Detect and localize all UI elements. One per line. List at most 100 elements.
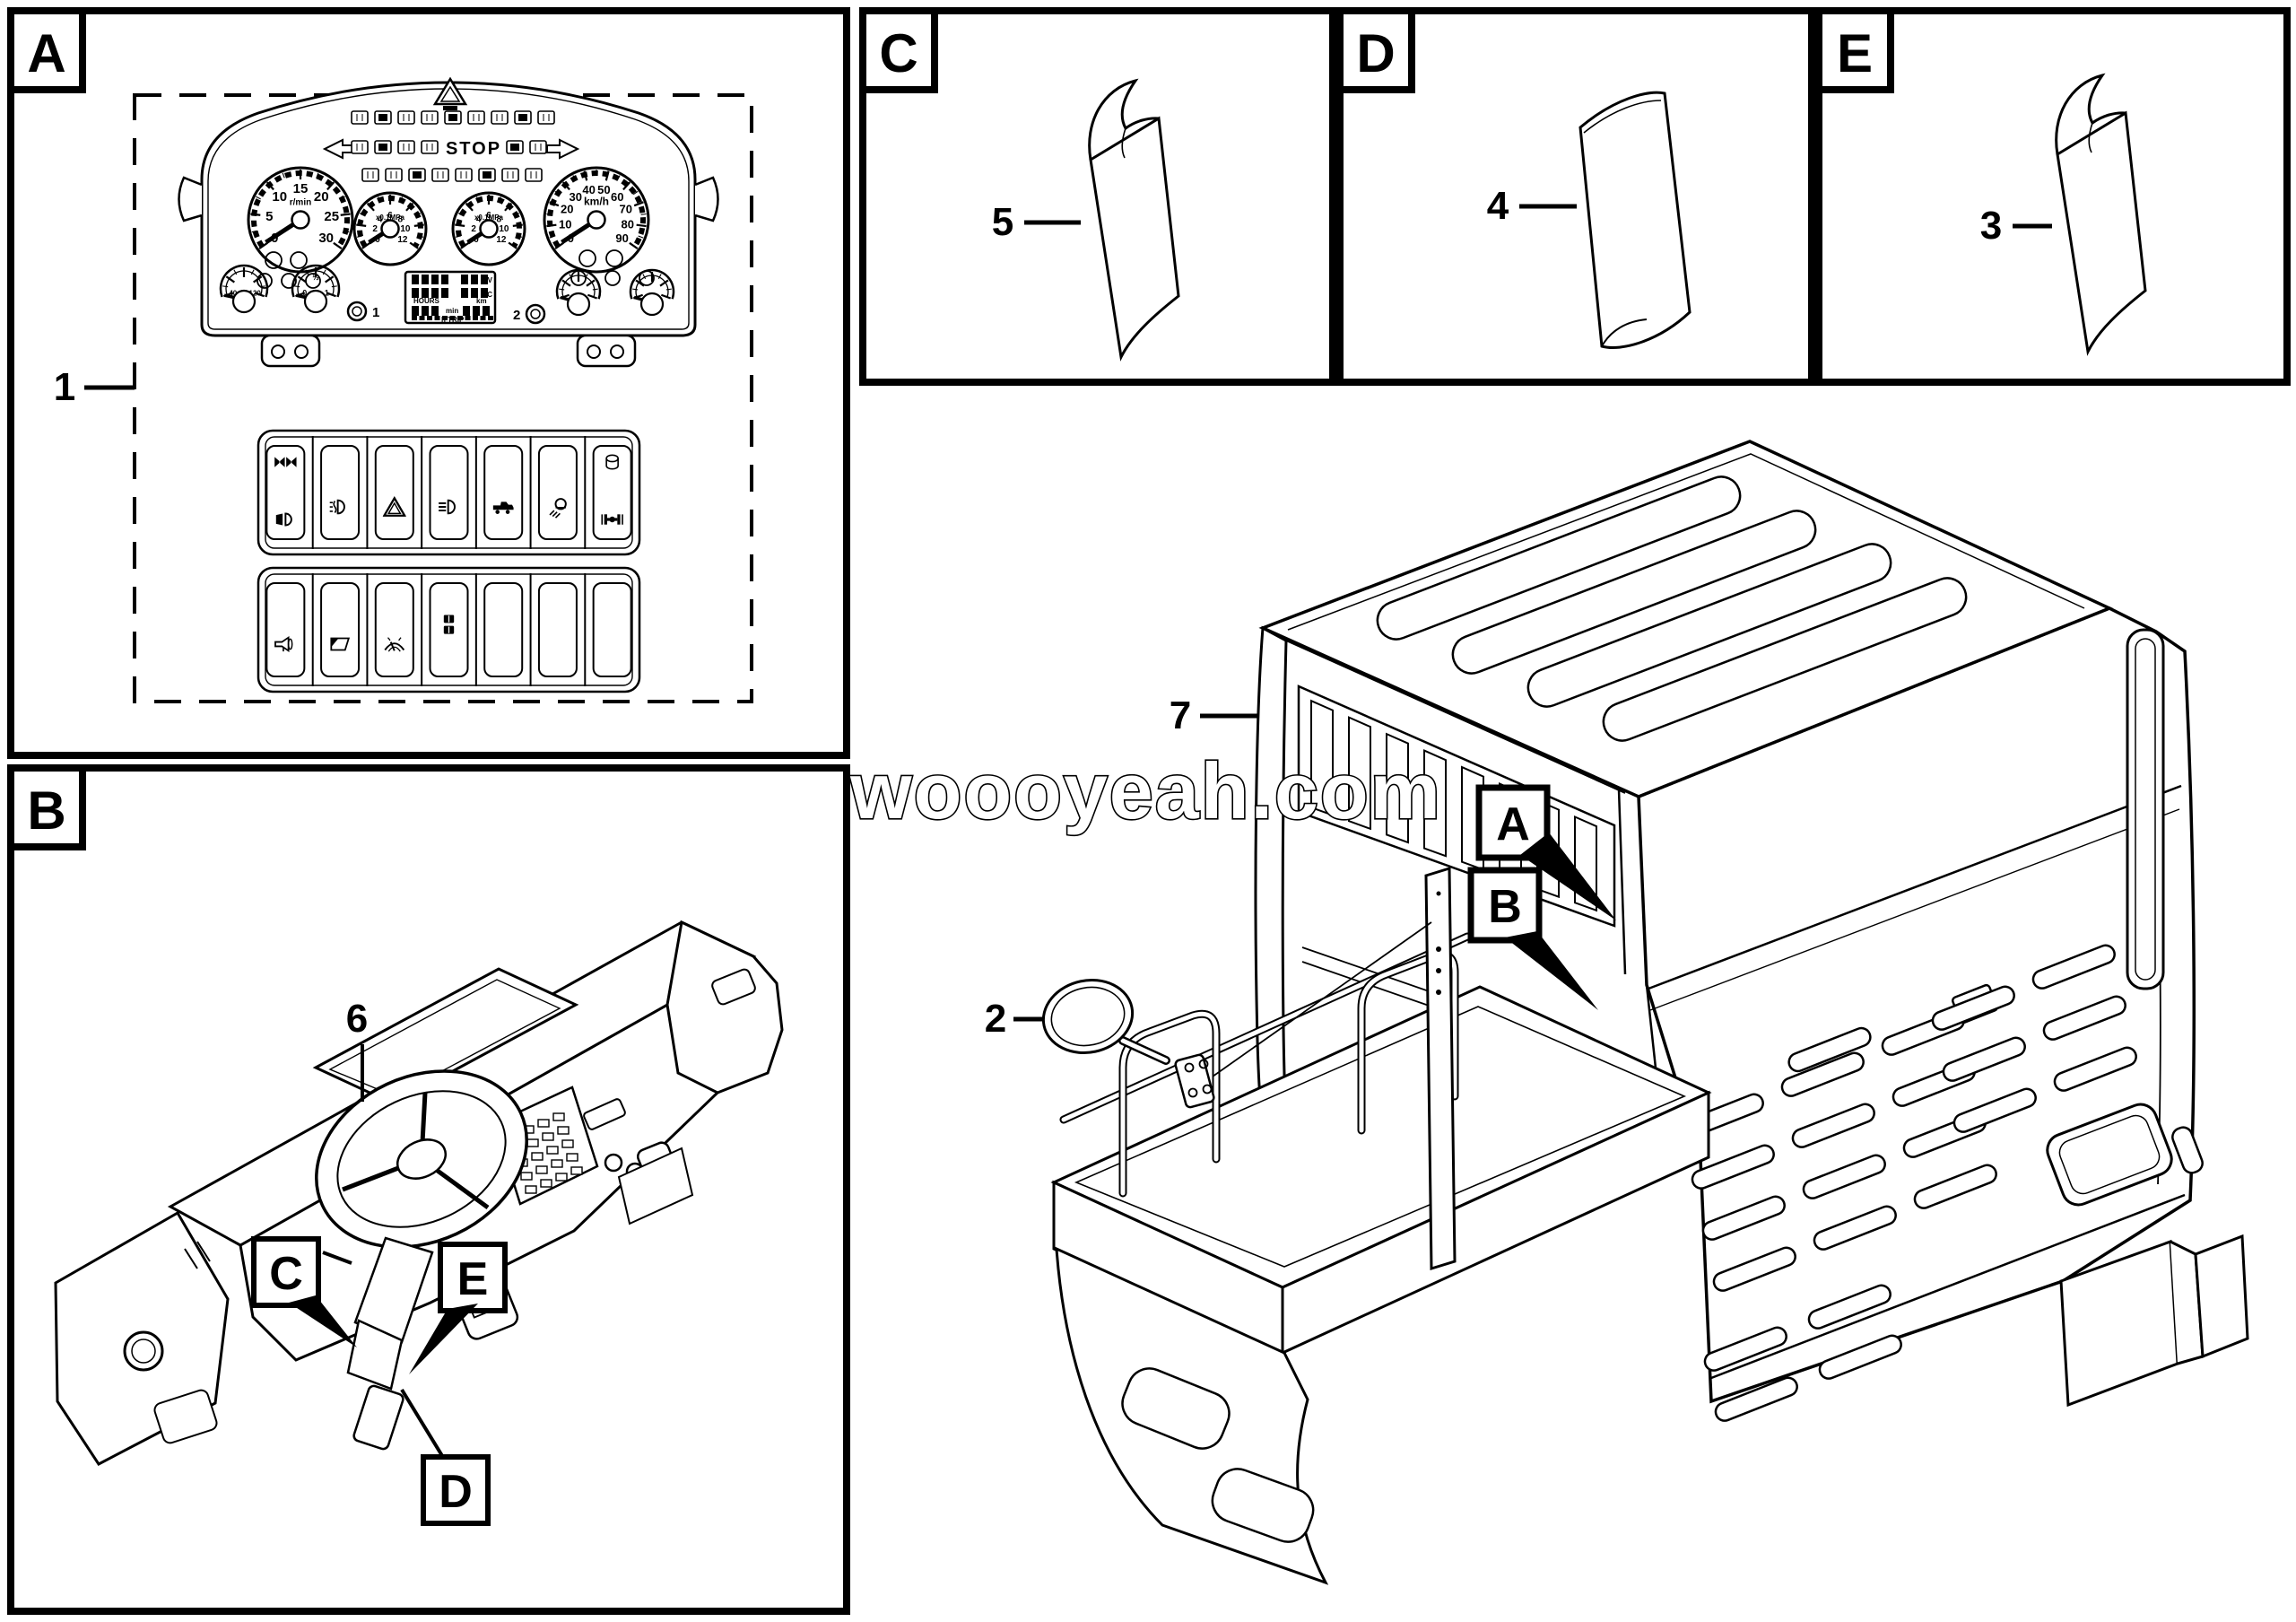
svg-text:10: 10 [499,224,509,234]
gauge-fuel: 0½1 [291,264,341,314]
svg-text:120: 120 [249,289,262,297]
svg-text:40: 40 [229,289,237,297]
mirror-bracket [1174,1053,1215,1109]
svg-text:r/min: r/min [290,198,311,208]
sticker-3 [2055,73,2147,356]
switch-grid [507,1112,583,1194]
part-number-4: 4 [1487,184,1509,228]
svg-text:4: 4 [476,214,482,224]
svg-text:70: 70 [620,203,632,216]
svg-text:6: 6 [486,211,491,221]
glove-panel [617,1147,694,1225]
part-number-2: 2 [985,997,1006,1041]
panel-a-letterbox: A [7,7,86,93]
gauge-aux-left [555,268,602,317]
part-number-7: 7 [1170,693,1191,737]
gauge-layer: 051015202530r/min024681012x0.1MPa0246810… [219,166,675,317]
panel-c-letter: C [879,23,918,83]
instrument-cluster: STOP 051015202530r/min024681012x0.1MPa02… [178,76,719,368]
column-stalk [322,1251,352,1265]
svg-text:25: 25 [324,209,339,224]
telltale-lamp-1: 1 [346,301,379,322]
rear-window-band [1297,685,1616,928]
panel-d-letter: D [1356,23,1395,83]
svg-text:10: 10 [400,224,411,234]
callout-c-pointer [289,1295,357,1347]
gauge-temperature: 40 120 [219,264,269,314]
svg-text:C: C [269,1248,303,1300]
panel-e-letterbox: E [1815,7,1894,93]
stop-telltale-label: STOP [446,139,501,159]
mirror-leader-line [1212,921,1432,1077]
panel-a-frame [7,7,850,759]
panel-letter-boxes: A B C D E [7,7,1894,850]
watermark: woooyeah.com [849,746,1442,835]
panel-c-letterbox: C [859,7,938,93]
panel-frames [7,7,2291,1615]
cluster-mount-tabs [260,334,637,368]
svg-text:0: 0 [474,235,479,245]
callout-d: D [400,1388,491,1526]
svg-text:20: 20 [314,189,329,205]
roof-ribs [1376,475,1968,742]
panel-a-letter: A [27,23,65,83]
panel-b-content: 6 C E D [54,920,784,1526]
switch-panel-top [257,429,641,556]
lcd-display: HOURS km min h TRIP V °C [404,270,497,325]
svg-text:90: 90 [615,231,628,245]
cluster-right-ear [694,176,719,222]
svg-text:2: 2 [513,308,520,323]
svg-text:E: E [457,1253,489,1305]
cluster-left-ear [178,176,203,222]
switch-cells-top [265,436,632,549]
svg-text:60: 60 [611,190,623,204]
gauge-aux-right [629,268,675,317]
callout-d-leader [400,1388,446,1461]
rear-left-pillar [1254,625,1288,1130]
pedal [352,1384,404,1451]
dashed-outline [133,93,753,703]
panel-d-letterbox: D [1336,7,1415,93]
panel-d-frame [1336,7,1815,386]
svg-text:D: D [439,1466,473,1518]
gear-telltale-icons [257,249,655,289]
dashboard-drawing [54,920,784,1466]
switch-panel-bottom [257,566,641,693]
marker-lamp [2171,1126,2204,1174]
svg-text:1: 1 [372,305,379,320]
truck-cab-drawing: A B 7 2 [985,440,2249,1585]
gauge-speedometer: 0102030405060708090km/h [543,166,650,274]
mirror-head [1041,979,1135,1054]
side-vent [711,968,756,1006]
svg-text:80: 80 [621,217,633,231]
turn-left-indicator-icon [322,138,356,160]
svg-text:x0.1MPa: x0.1MPa [474,214,504,222]
part-number-1: 1 [54,365,75,409]
mirror-assembly [1041,921,1432,1109]
panel-e-letter: E [1837,23,1873,83]
part-number-6: 6 [346,997,368,1041]
warning-triangle-icon [432,76,468,110]
svg-text:8: 8 [398,214,404,224]
svg-text:8: 8 [497,214,502,224]
panel-b-frame [7,764,850,1615]
callout-c: C [251,1236,357,1347]
telltale-lamp-2: 2 [513,303,546,325]
door-crease [1648,784,2182,990]
instrument-visor [312,967,579,1105]
panel-b-letter: B [27,780,65,841]
wheel-arch-fender [1055,1246,1329,1585]
panel-e-frame [1815,7,2291,386]
svg-text:12: 12 [397,235,408,245]
panel-d-content: 4 [1487,91,1692,349]
lcd-min-label: min [446,307,458,315]
svg-text:0: 0 [302,288,307,297]
svg-text:1: 1 [325,288,329,297]
bottom-sill [1710,1193,2186,1380]
panel-c-content: 5 [992,78,1180,362]
callout-b-pointer [1505,931,1598,1010]
cab-right-face [1637,606,2204,1422]
